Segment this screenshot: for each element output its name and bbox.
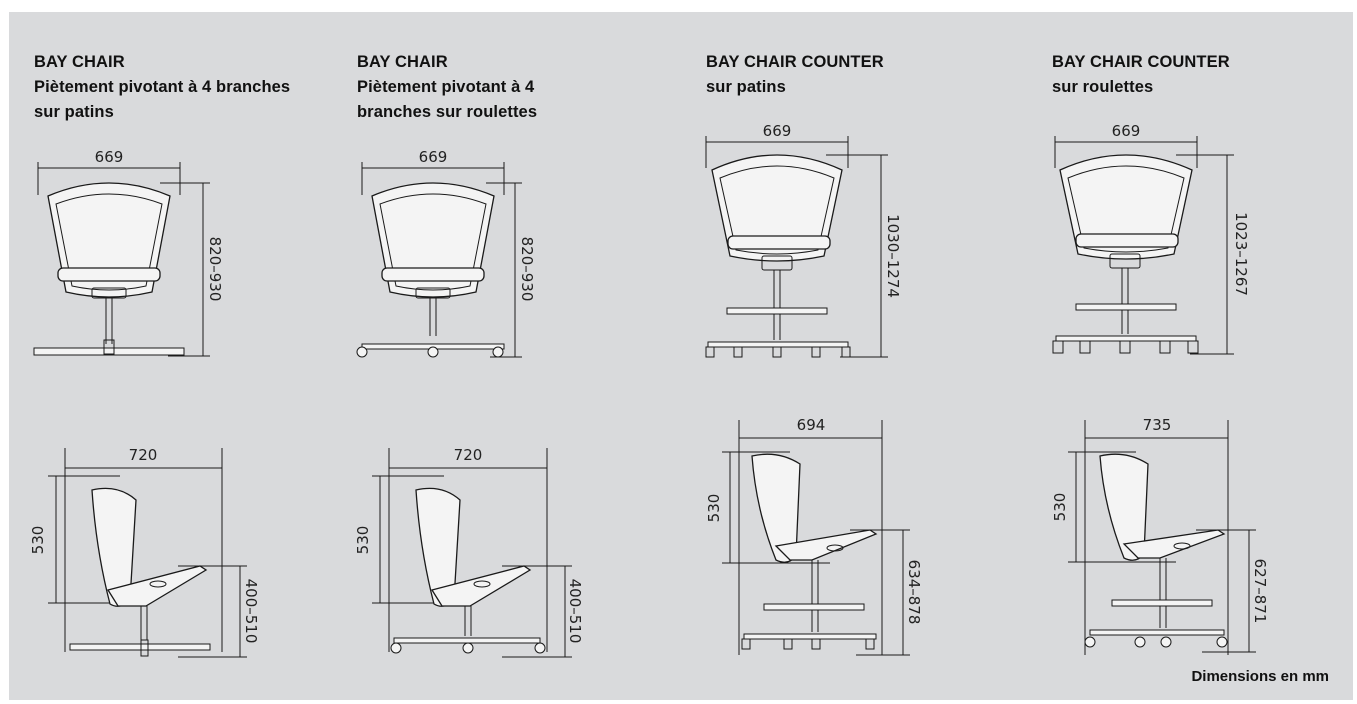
side-seat-height-label-4: 627–871 <box>1251 559 1269 624</box>
product-title: BAY CHAIR COUNTER <box>1052 53 1230 71</box>
product-subtitle-line: Piètement pivotant à 4 branches <box>34 78 291 96</box>
chair-side-view-1 <box>48 448 247 658</box>
side-seat-height-label-2: 400–510 <box>566 579 584 644</box>
chair-front-view-3 <box>705 136 888 358</box>
product-subtitle-line: sur patins <box>706 78 786 96</box>
product-subtitle-line: sur patins <box>34 103 114 121</box>
side-depth-label-4: 735 <box>1143 416 1172 434</box>
diagram-panel <box>9 12 1353 700</box>
product-subtitle-line: sur roulettes <box>1052 78 1154 96</box>
front-width-label-2: 669 <box>419 148 448 166</box>
side-back-height-label-1: 530 <box>29 526 47 555</box>
front-height-label-2: 820–930 <box>518 237 536 302</box>
front-width-label-1: 669 <box>95 148 124 166</box>
side-back-height-label-2: 530 <box>354 526 372 555</box>
side-seat-height-label-3: 634–878 <box>905 560 923 625</box>
side-back-height-label-4: 530 <box>1051 493 1069 522</box>
product-title: BAY CHAIR <box>357 53 448 71</box>
product-title: BAY CHAIR <box>34 53 125 71</box>
side-seat-height-label-1: 400–510 <box>242 579 260 644</box>
chair-front-view-4 <box>1052 136 1234 355</box>
units-footnote: Dimensions en mm <box>1191 668 1329 685</box>
product-header-3: BAY CHAIR COUNTER sur patins <box>706 50 884 100</box>
side-back-height-label-3: 530 <box>705 494 723 523</box>
front-height-label-1: 820–930 <box>206 237 224 302</box>
side-depth-label-1: 720 <box>129 446 158 464</box>
front-height-label-4: 1023–1267 <box>1232 212 1250 296</box>
front-width-label-3: 669 <box>763 122 792 140</box>
chair-side-view-3 <box>722 420 910 656</box>
side-depth-label-3: 694 <box>797 416 826 434</box>
chair-front-view-2 <box>356 162 522 358</box>
product-header-2: BAY CHAIR Piètement pivotant à 4 branche… <box>357 50 537 125</box>
product-subtitle-line: Piètement pivotant à 4 <box>357 78 535 96</box>
chair-side-view-4 <box>1068 420 1256 655</box>
chair-front-view-1 <box>33 162 210 357</box>
front-width-label-4: 669 <box>1112 122 1141 140</box>
chair-side-view-2 <box>372 448 572 658</box>
product-subtitle-line: branches sur roulettes <box>357 103 538 121</box>
front-height-label-3: 1030–1274 <box>884 214 902 298</box>
product-header-4: BAY CHAIR COUNTER sur roulettes <box>1052 50 1230 100</box>
side-depth-label-2: 720 <box>454 446 483 464</box>
product-header-1: BAY CHAIR Piètement pivotant à 4 branche… <box>34 50 290 125</box>
product-title: BAY CHAIR COUNTER <box>706 53 884 71</box>
